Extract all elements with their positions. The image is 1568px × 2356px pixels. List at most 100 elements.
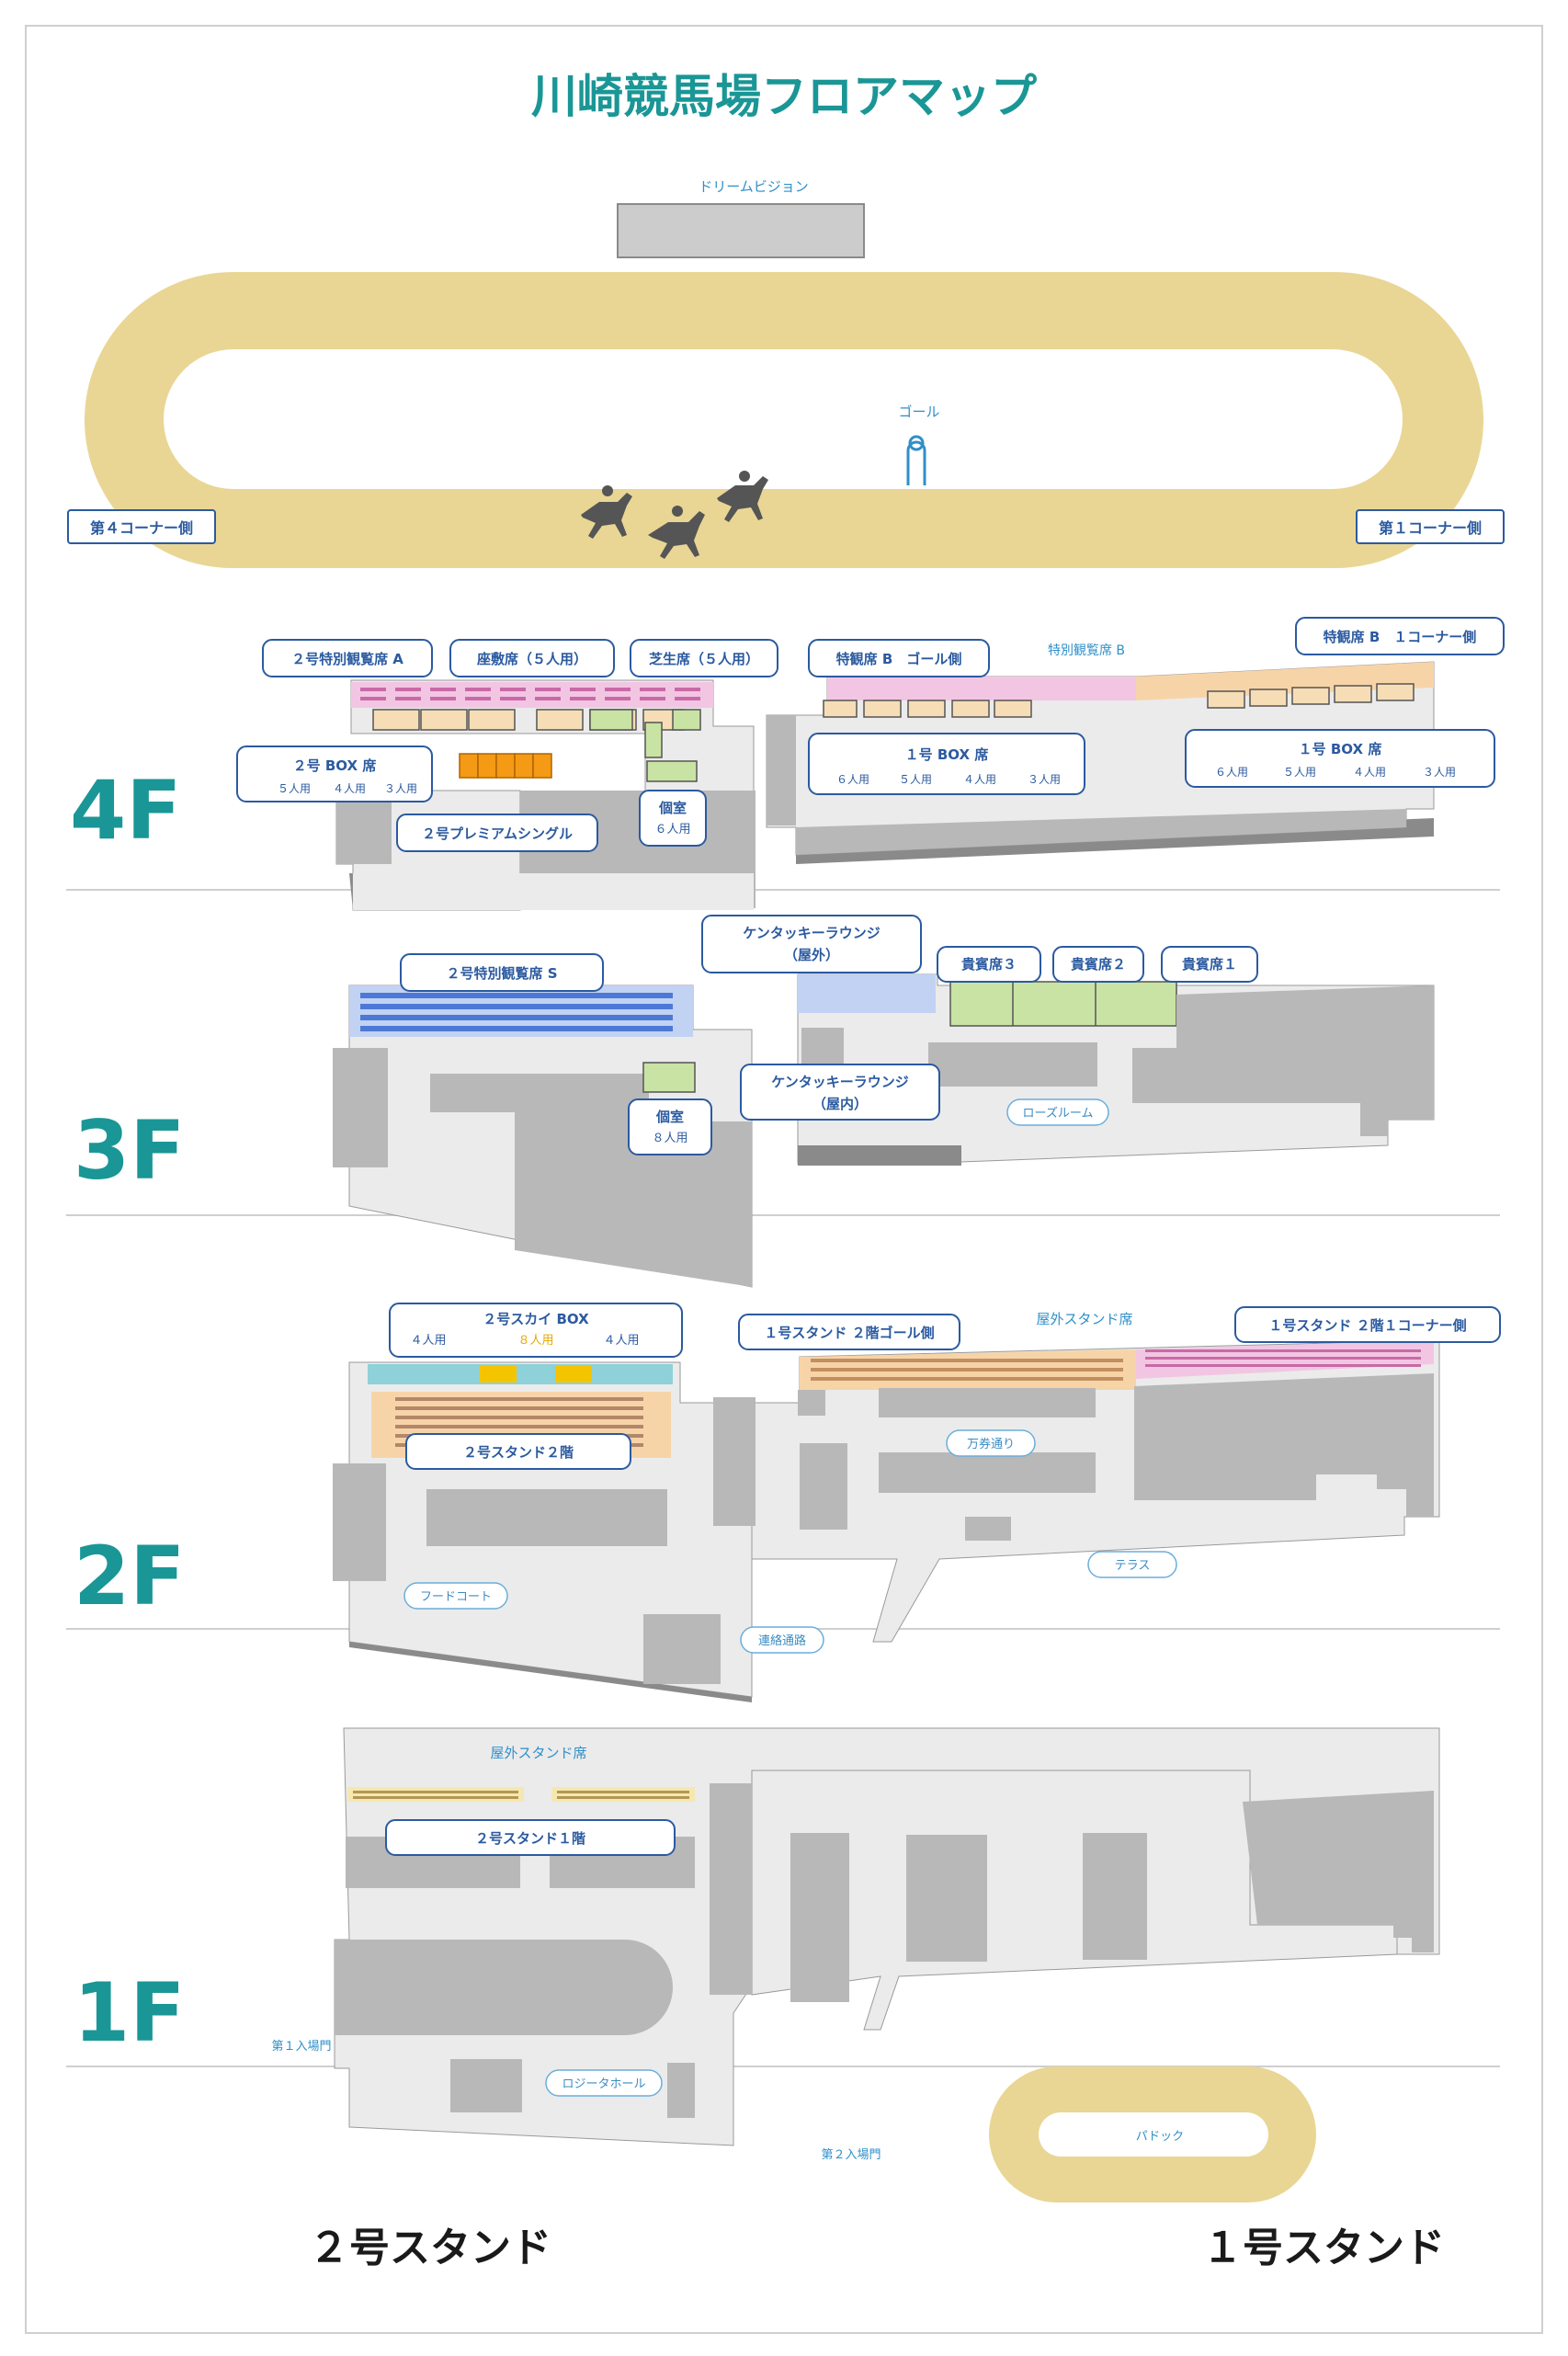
svg-text:万券通り: 万券通り <box>967 1437 1015 1451</box>
svg-text:８人用: ８人用 <box>517 1334 553 1348</box>
stand2-1f-seats-left[interactable] <box>347 1787 524 1802</box>
callout-stand2-1f: ２号スタンド１階 <box>385 1819 676 1856</box>
callout-tokkan-b-corner: 特観席 B １コーナー側 <box>1295 617 1505 655</box>
svg-text:特観席 B １コーナー側: 特観席 B １コーナー側 <box>1324 629 1477 645</box>
svg-text:６人用: ６人用 <box>836 773 869 786</box>
svg-text:４人用: ４人用 <box>333 782 366 795</box>
corner4-sign <box>67 509 216 544</box>
callout-stand1-goal: １号スタンド ２階ゴール側 <box>738 1314 960 1350</box>
svg-text:ケンタッキーラウンジ: ケンタッキーラウンジ <box>771 1074 909 1090</box>
gate2-label: 第２入場門 <box>821 2148 881 2162</box>
terrace-pill[interactable]: テラス <box>1087 1551 1177 1578</box>
koshitsu-6-room[interactable] <box>646 760 698 782</box>
special-a-seats[interactable] <box>351 682 713 708</box>
svg-text:貴賓席１: 貴賓席１ <box>1182 956 1237 973</box>
callout-zashiki: 座敷席（５人用） <box>449 639 615 677</box>
sky-box-band[interactable] <box>368 1364 673 1384</box>
dream-vision-screen <box>617 203 865 258</box>
logista-pill[interactable]: ロジータホール <box>545 2069 663 2097</box>
koshitsu-8-room[interactable] <box>642 1062 696 1093</box>
renraku-pill[interactable]: 連絡通路 <box>740 1626 824 1654</box>
floor-label-4f: 4F <box>70 763 181 858</box>
svg-text:２号特別観覧席 A: ２号特別観覧席 A <box>291 651 403 667</box>
svg-text:４人用: ４人用 <box>603 1334 639 1348</box>
premium-single-seats[interactable] <box>459 753 552 779</box>
svg-text:１号 BOX 席: １号 BOX 席 <box>1299 741 1382 757</box>
callout-kentucky-outdoor: ケンタッキーラウンジ （屋外） <box>701 915 922 973</box>
kihin-rooms[interactable] <box>949 981 1177 1027</box>
svg-text:特観席 B ゴール側: 特観席 B ゴール側 <box>836 651 962 667</box>
callout-box1-corner: １号 BOX 席 ６人用 ５人用 ４人用 ３人用 <box>1185 729 1495 788</box>
svg-text:座敷席（５人用）: 座敷席（５人用） <box>476 651 587 667</box>
callout-stand1-corner: １号スタンド ２階１コーナー側 <box>1234 1306 1501 1343</box>
svg-text:フードコート: フードコート <box>420 1590 492 1604</box>
svg-text:（屋外）: （屋外） <box>784 947 839 963</box>
floor-3f: ２号特別観覧席 S ケンタッキーラウンジ （屋外） 貴賓席３ 貴賓席２ 貴賓席１… <box>333 915 1435 1288</box>
goal-post-icon <box>906 440 926 485</box>
svg-text:２号スタンド２階: ２号スタンド２階 <box>463 1444 574 1461</box>
svg-text:２号 BOX 席: ２号 BOX 席 <box>293 757 377 774</box>
floor-label-1f: 1F <box>74 1965 185 2060</box>
outdoor-stand-2f-label: 屋外スタンド席 <box>1036 1311 1132 1327</box>
svg-text:２号スカイ BOX: ２号スカイ BOX <box>483 1311 589 1327</box>
svg-text:貴賓席３: 貴賓席３ <box>961 956 1017 973</box>
callout-kihin2: 貴賓席２ <box>1052 946 1144 983</box>
svg-text:８人用: ８人用 <box>652 1132 687 1145</box>
svg-text:３人用: ３人用 <box>1028 773 1061 786</box>
svg-text:４人用: ４人用 <box>963 773 996 786</box>
floor-2f: ２号スカイ BOX ４人用 ８人用 ４人用 １号スタンド ２階ゴール側 屋外スタ… <box>333 1303 1501 1702</box>
floor-4f: ２号特別観覧席 A 座敷席（５人用） 芝生席（５人用） 特観席 B ゴール側 特… <box>236 617 1505 911</box>
dream-vision-label: ドリームビジョン <box>699 178 809 195</box>
map-title: 川崎競馬場フロアマップ <box>531 70 1037 123</box>
callout-shibafu: 芝生席（５人用） <box>630 639 778 677</box>
svg-text:６人用: ６人用 <box>1215 766 1248 779</box>
callout-special-a: ２号特別観覧席 A <box>262 639 433 677</box>
stand2-label: ２号スタンド <box>309 2225 551 2271</box>
food-court-pill[interactable]: フードコート <box>403 1582 508 1610</box>
svg-text:テラス: テラス <box>1115 1559 1151 1573</box>
rose-room-pill[interactable]: ローズルーム <box>1006 1098 1109 1126</box>
svg-text:２号スタンド１階: ２号スタンド１階 <box>475 1830 585 1847</box>
svg-text:３人用: ３人用 <box>384 782 417 795</box>
callout-koshitsu-6: 個室 ６人用 <box>639 790 707 847</box>
stand2-1f-seats-right[interactable] <box>551 1787 695 1802</box>
svg-text:芝生席（５人用）: 芝生席（５人用） <box>649 651 759 667</box>
svg-text:貴賓席２: 貴賓席２ <box>1071 956 1126 973</box>
callout-box2: ２号 BOX 席 ５人用 ４人用 ３人用 <box>236 745 433 802</box>
callout-kentucky-indoor: ケンタッキーラウンジ （屋内） <box>740 1064 940 1121</box>
gate1-label: 第１入場門 <box>271 2040 331 2054</box>
svg-text:ローズルーム: ローズルーム <box>1023 1106 1094 1121</box>
svg-text:１号 BOX 席: １号 BOX 席 <box>905 746 989 763</box>
track-infield <box>164 349 1403 489</box>
horse-icon <box>648 506 705 559</box>
mankenn-pill[interactable]: 万券通り <box>946 1429 1036 1457</box>
callout-premium: ２号プレミアムシングル <box>396 814 598 852</box>
callout-tokkan-b-goal: 特観席 B ゴール側 <box>808 639 990 677</box>
svg-text:１号スタンド ２階ゴール側: １号スタンド ２階ゴール側 <box>764 1325 934 1341</box>
race-course: ドリームビジョン ゴール 第４コーナー側 第１コーナー側 <box>67 178 1505 568</box>
svg-text:個室: 個室 <box>658 800 687 816</box>
svg-text:５人用: ５人用 <box>278 782 311 795</box>
callout-stand2-2f: ２号スタンド２階 <box>405 1433 631 1470</box>
outdoor-stand-1f-label: 屋外スタンド席 <box>490 1745 586 1761</box>
svg-text:２号プレミアムシングル: ２号プレミアムシングル <box>422 825 573 842</box>
paddock-label: パドック <box>1136 2130 1184 2144</box>
floor-1f: 屋外スタンド席 ２号スタンド１階 第１入場門 第２入場門 ロジータホール パドッ… <box>271 1727 1440 2202</box>
svg-text:１号スタンド ２階１コーナー側: １号スタンド ２階１コーナー側 <box>1268 1317 1466 1334</box>
svg-text:５人用: ５人用 <box>1283 766 1316 779</box>
svg-text:３人用: ３人用 <box>1423 766 1456 779</box>
stand1-label: １号スタンド <box>1202 2225 1445 2271</box>
horse-icon <box>717 471 768 522</box>
svg-text:２号特別観覧席 S: ２号特別観覧席 S <box>446 965 557 982</box>
corner1-sign <box>1356 509 1505 544</box>
callout-kihin1: 貴賓席１ <box>1161 946 1258 983</box>
callout-special-s: ２号特別観覧席 S <box>400 953 604 992</box>
svg-text:５人用: ５人用 <box>899 773 932 786</box>
kentucky-outdoor-area[interactable] <box>798 974 936 1013</box>
svg-text:（屋内）: （屋内） <box>812 1096 868 1112</box>
svg-text:連絡通路: 連絡通路 <box>758 1633 806 1648</box>
tokkan-b-label: 特別観覧席 B <box>1048 643 1125 658</box>
svg-text:６人用: ６人用 <box>654 823 690 837</box>
floor-label-3f: 3F <box>74 1103 185 1198</box>
